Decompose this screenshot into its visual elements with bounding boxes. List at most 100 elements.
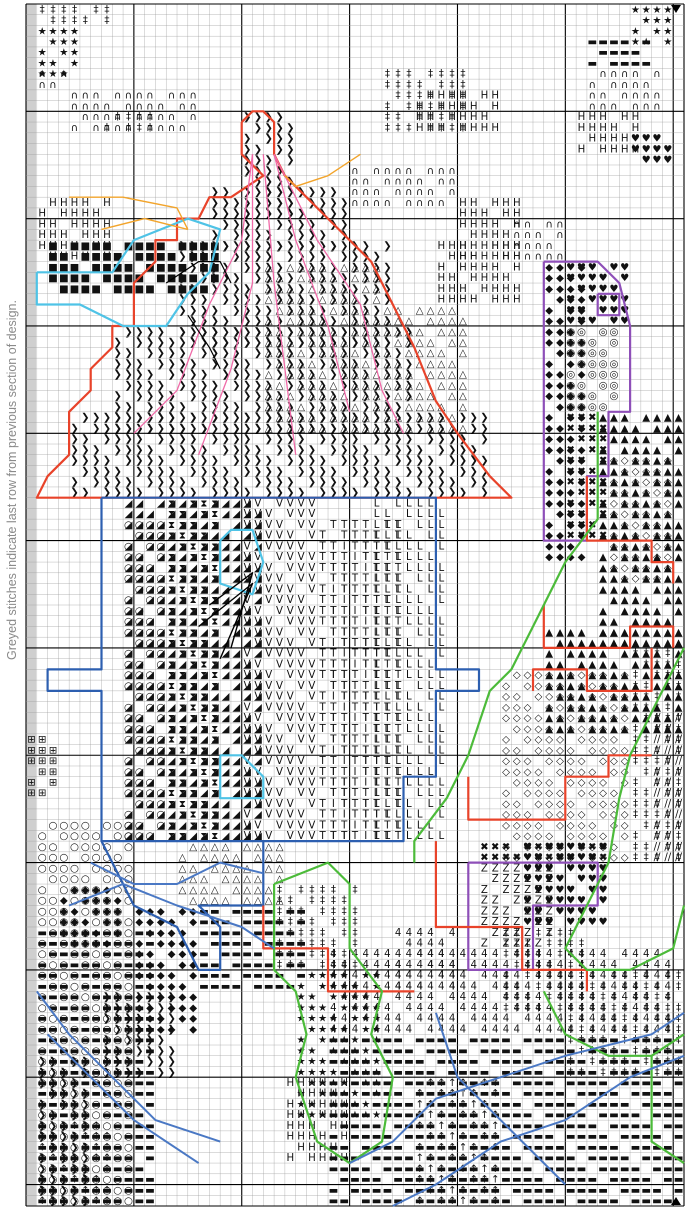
- stitch-symbol: L: [395, 681, 401, 692]
- stitch-symbol: ❯: [221, 402, 230, 413]
- stitch-symbol: ❯: [318, 456, 327, 467]
- diamond-symbol: ◆: [135, 917, 143, 928]
- heart-symbol: ♥: [534, 874, 543, 885]
- stitch-symbol: ❯: [113, 466, 122, 477]
- h-symbol: H: [60, 209, 68, 220]
- arch-symbol: ∩: [545, 241, 552, 252]
- stitch-symbol: Z: [524, 885, 531, 896]
- stitch-symbol: ❯: [394, 477, 403, 488]
- stitch-symbol: ❯: [308, 252, 317, 263]
- triangle-symbol: △: [308, 359, 316, 370]
- h-symbol: H: [610, 144, 618, 155]
- stitch-symbol: ◇: [653, 520, 661, 531]
- stitch-symbol: L: [374, 799, 380, 810]
- stitch-symbol: 4: [330, 1024, 336, 1035]
- stitch-symbol: ⧗: [211, 820, 218, 831]
- stitch-symbol: ❯: [113, 1057, 122, 1068]
- stitch-symbol: I: [343, 799, 346, 810]
- h-symbol: H: [610, 123, 618, 134]
- stitch-symbol: ○: [124, 563, 133, 574]
- stitch-symbol: //: [664, 799, 671, 810]
- stitch-symbol: ❯: [254, 370, 263, 381]
- stitch-symbol: ▬: [145, 1067, 155, 1078]
- stitch-symbol: ‡: [654, 660, 659, 671]
- stitch-symbol: ⧗: [200, 595, 207, 606]
- stitch-symbol: 4: [643, 1014, 649, 1025]
- stitch-symbol: I: [375, 788, 378, 799]
- stitch-symbol: ❯: [113, 348, 122, 359]
- triangle-symbol: △: [448, 370, 456, 381]
- stitch-symbol: ❯: [275, 219, 284, 230]
- stitch-symbol: ◎: [599, 402, 608, 413]
- stitch-symbol: ▬: [598, 1110, 608, 1121]
- arrow-symbol: ↑: [60, 1142, 69, 1153]
- stitch-symbol: I: [343, 584, 346, 595]
- stitch-symbol: ▲: [632, 595, 640, 606]
- arch-symbol: ∩: [599, 91, 606, 102]
- h-symbol: H: [491, 198, 499, 209]
- stitch-symbol: ❯: [448, 434, 457, 445]
- stitch-symbol: ◇: [534, 681, 542, 692]
- stitch-symbol: ○: [49, 853, 58, 864]
- stitch-symbol: ○: [70, 863, 79, 874]
- stitch-symbol: ❯: [383, 466, 392, 477]
- triangle-symbol: △: [340, 413, 348, 424]
- stitch-symbol: ❯: [157, 466, 166, 477]
- h-symbol: H: [459, 91, 467, 102]
- diamond-symbol: ◆: [157, 971, 165, 982]
- diamond-symbol: ◆: [545, 413, 553, 424]
- arch-symbol: ∩: [38, 80, 45, 91]
- stitch-symbol: ❯: [286, 134, 295, 145]
- triangle-symbol: △: [448, 391, 456, 402]
- stitch-symbol: V: [276, 541, 283, 552]
- stitch-symbol: ❯: [405, 445, 414, 456]
- stitch-symbol: ▬: [124, 1100, 134, 1111]
- stitch-symbol: ❯: [81, 1100, 90, 1111]
- triangle-symbol: △: [340, 295, 348, 306]
- stitch-symbol: ▬: [59, 949, 69, 960]
- stitch-symbol: I: [353, 756, 356, 767]
- stitch-symbol: T: [383, 713, 391, 724]
- triangle-symbol: △: [319, 348, 327, 359]
- arch-symbol: ∩: [416, 198, 423, 209]
- stitch-symbol: V: [308, 799, 315, 810]
- triangle-symbol: △: [200, 874, 208, 885]
- stitch-symbol: ▬: [264, 928, 274, 939]
- stitch-symbol: ■: [102, 252, 112, 263]
- stitch-symbol: ❯: [221, 295, 230, 306]
- stitch-symbol: I: [364, 584, 367, 595]
- stitch-symbol: ▬: [372, 1067, 382, 1078]
- stitch-symbol: ▬: [361, 1110, 371, 1121]
- stitch-symbol: ▲: [653, 638, 661, 649]
- stitch-symbol: ▬: [469, 1132, 479, 1143]
- stitch-symbol: L: [385, 649, 391, 660]
- stitch-symbol: ○: [124, 702, 133, 713]
- stitch-symbol: ○: [135, 563, 144, 574]
- stitch-symbol: ▬: [70, 992, 80, 1003]
- stitch-symbol: V: [276, 799, 283, 810]
- stitch-symbol: ▬: [253, 971, 263, 982]
- stitch-symbol: ◇: [664, 563, 672, 574]
- stitch-symbol: //: [675, 735, 682, 746]
- stitch-symbol: ❯: [437, 477, 446, 488]
- stitch-symbol: ❯: [405, 413, 414, 424]
- arrow-symbol: ↑: [38, 1121, 47, 1132]
- arch-symbol: ∩: [125, 91, 132, 102]
- stitch-symbol: T: [340, 660, 348, 671]
- stitch-symbol: ❯: [113, 370, 122, 381]
- stitch-symbol: I: [332, 724, 335, 735]
- stitch-symbol: ○: [38, 853, 47, 864]
- stitch-symbol: ▬: [48, 949, 58, 960]
- stitch-symbol: ▲: [642, 413, 650, 424]
- stitch-symbol: ▬: [124, 1185, 134, 1196]
- stitch-symbol: ○: [124, 649, 133, 660]
- stitch-symbol: ◢: [211, 584, 219, 595]
- triangle-symbol: △: [276, 413, 284, 424]
- stitch-symbol: ■: [102, 273, 112, 284]
- stitch-symbol: ‡: [320, 896, 325, 907]
- stitch-symbol: ◇: [524, 713, 532, 724]
- stitch-symbol: ◇: [653, 574, 661, 585]
- stitch-symbol: I: [375, 670, 378, 681]
- stitch-symbol: ‡: [676, 778, 681, 789]
- stitch-symbol: V: [244, 563, 251, 574]
